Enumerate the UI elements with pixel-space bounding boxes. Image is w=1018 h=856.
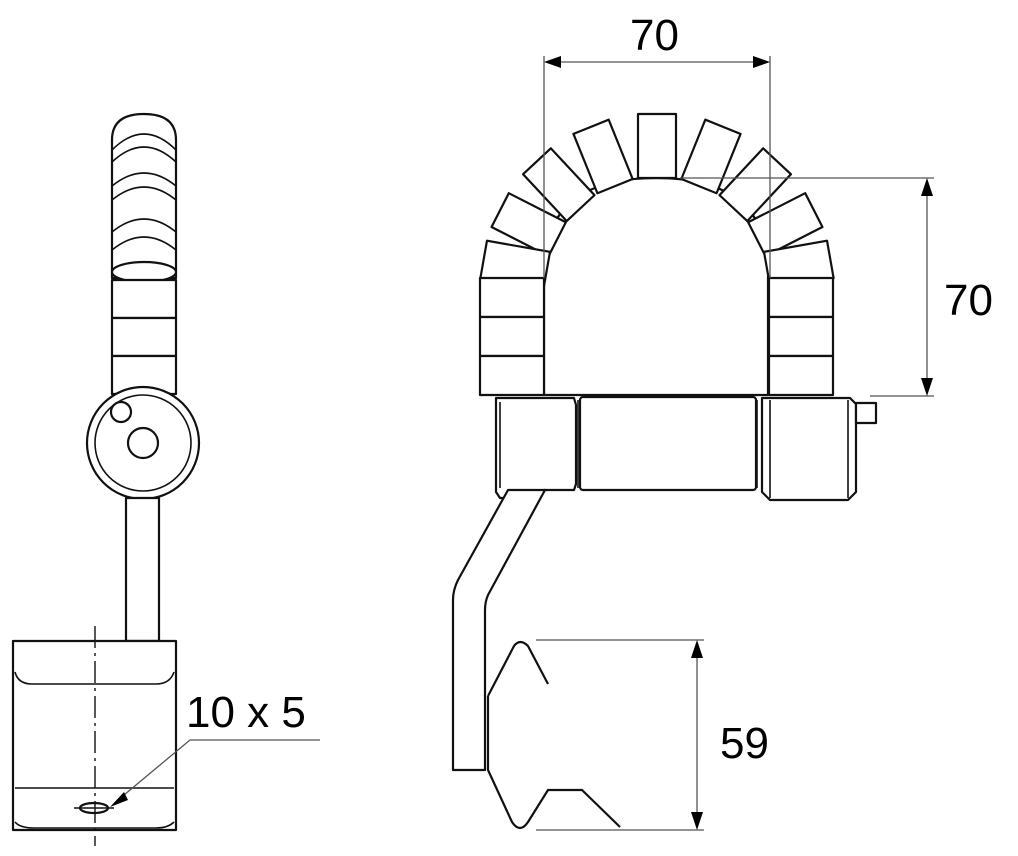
slot-dimension: 10 x 5: [110, 688, 320, 807]
spring-clip: [486, 640, 621, 830]
side-link-chain: [110, 112, 178, 396]
width-dimension: 70: [543, 11, 771, 278]
front-link-chain-arc: [479, 112, 835, 397]
front-link-chain-left: [478, 276, 546, 397]
side-rod: [124, 496, 161, 643]
bracket-arm: [451, 488, 547, 772]
height-label: 70: [944, 276, 993, 325]
width-label: 70: [630, 11, 679, 60]
side-hub: [85, 385, 201, 501]
clamp-dimension: 59: [536, 639, 769, 831]
slot-size-label: 10 x 5: [186, 688, 306, 737]
hinge-barrel: [494, 395, 878, 502]
front-link-chain-right: [767, 276, 835, 397]
front-view: 70 70 59: [451, 11, 993, 831]
hinge-pin: [854, 401, 878, 425]
side-view: 10 x 5: [11, 112, 320, 846]
clamp-label: 59: [720, 719, 769, 768]
height-dimension: 70: [680, 177, 993, 397]
